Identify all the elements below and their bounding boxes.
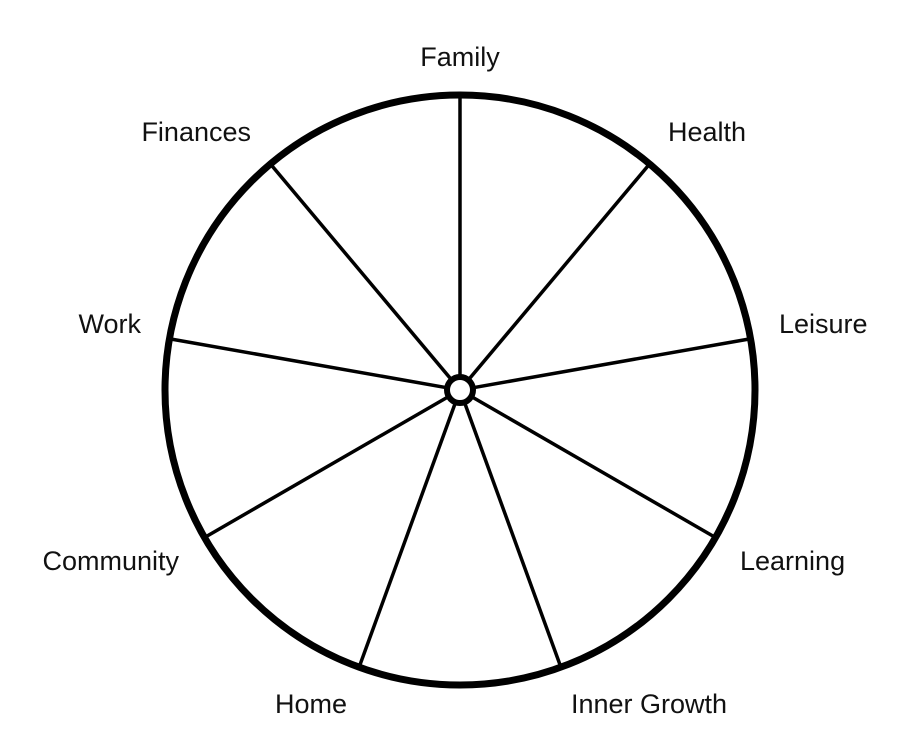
wheel-spoke: [461, 398, 562, 666]
wheel-spoke: [467, 393, 715, 539]
wheel-spoke: [465, 164, 650, 384]
wheel-spoke: [469, 337, 749, 391]
segment-label-inner-growth: Inner Growth: [571, 689, 727, 719]
segment-label-community: Community: [42, 546, 179, 576]
wheel-spoke: [205, 393, 453, 539]
segment-label-family: Family: [420, 42, 500, 72]
segment-label-home: Home: [275, 689, 347, 719]
segment-label-work: Work: [78, 309, 141, 339]
wheel-hub: [444, 374, 476, 406]
segment-label-finances: Finances: [141, 117, 251, 147]
segment-label-health: Health: [668, 117, 746, 147]
wheel-spokes: [171, 97, 749, 666]
wheel-spoke: [270, 164, 455, 384]
wheel-outer-ring: [161, 91, 759, 689]
segment-label-learning: Learning: [740, 546, 845, 576]
wheel-spoke: [171, 337, 451, 391]
wheel-spoke: [358, 398, 459, 666]
segment-label-leisure: Leisure: [779, 309, 868, 339]
